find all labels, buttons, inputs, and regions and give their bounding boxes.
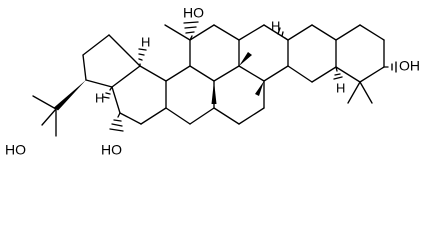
hydroxyl-label-bottom: HO bbox=[101, 142, 122, 158]
hashed-bond bbox=[109, 112, 124, 132]
hashed-bond bbox=[183, 21, 199, 41]
bond bbox=[238, 24, 265, 41]
bond bbox=[213, 65, 240, 82]
bond bbox=[139, 65, 167, 82]
bond bbox=[238, 65, 265, 82]
bond bbox=[165, 65, 191, 82]
hydroxyl-label-top: HO bbox=[183, 5, 204, 21]
methyl-bond bbox=[359, 81, 373, 104]
bond bbox=[189, 107, 215, 125]
wedge-bonds bbox=[54, 52, 264, 111]
substituent-bonds bbox=[32, 81, 373, 137]
bond bbox=[263, 65, 289, 82]
bond bbox=[287, 24, 313, 41]
bond bbox=[140, 107, 167, 125]
bond bbox=[359, 66, 385, 83]
hydroxyl-label-right: OH bbox=[399, 58, 420, 74]
methyl-wedge bbox=[211, 81, 217, 104]
methyl-wedge bbox=[239, 52, 252, 66]
bond bbox=[335, 66, 361, 83]
bond bbox=[311, 66, 337, 83]
bond bbox=[359, 24, 385, 41]
bond bbox=[287, 65, 313, 83]
methyl-wedge bbox=[255, 81, 264, 96]
bond bbox=[189, 24, 215, 41]
hashed-bond bbox=[333, 66, 343, 80]
bond bbox=[335, 24, 361, 41]
sidechain-wedge bbox=[54, 80, 86, 111]
molecule-structure: HO OH HO HO H H H H bbox=[5, 5, 420, 158]
bond bbox=[85, 79, 113, 88]
hashed-bond bbox=[383, 61, 397, 73]
bond bbox=[111, 65, 141, 88]
bond bbox=[82, 54, 87, 81]
hydrogen-label: H bbox=[141, 34, 150, 49]
hashed-bonds bbox=[102, 21, 397, 132]
ring-bonds bbox=[82, 24, 385, 125]
methyl-bond bbox=[347, 81, 361, 104]
bond bbox=[119, 112, 142, 125]
bond bbox=[111, 86, 121, 114]
bond bbox=[164, 24, 191, 41]
methyl-bond bbox=[32, 95, 57, 110]
hashed-bond bbox=[277, 27, 289, 41]
bond bbox=[213, 107, 240, 125]
hydroxyl-label-left: HO bbox=[5, 142, 26, 158]
hashed-bond bbox=[102, 86, 113, 99]
bond bbox=[108, 34, 141, 67]
hydrogen-label: H bbox=[271, 18, 280, 33]
bond bbox=[311, 24, 337, 41]
bond bbox=[213, 24, 240, 41]
bond bbox=[82, 34, 110, 56]
bond bbox=[238, 107, 265, 125]
hydroxyl-bond bbox=[41, 108, 57, 126]
bond bbox=[165, 107, 191, 125]
hashed-bond bbox=[138, 48, 147, 67]
hydrogen-label: H bbox=[95, 90, 104, 105]
bond bbox=[189, 65, 215, 82]
atom-labels: HO OH HO HO H H H H bbox=[5, 5, 420, 158]
bond bbox=[263, 24, 289, 41]
hydrogen-label: H bbox=[336, 80, 345, 95]
